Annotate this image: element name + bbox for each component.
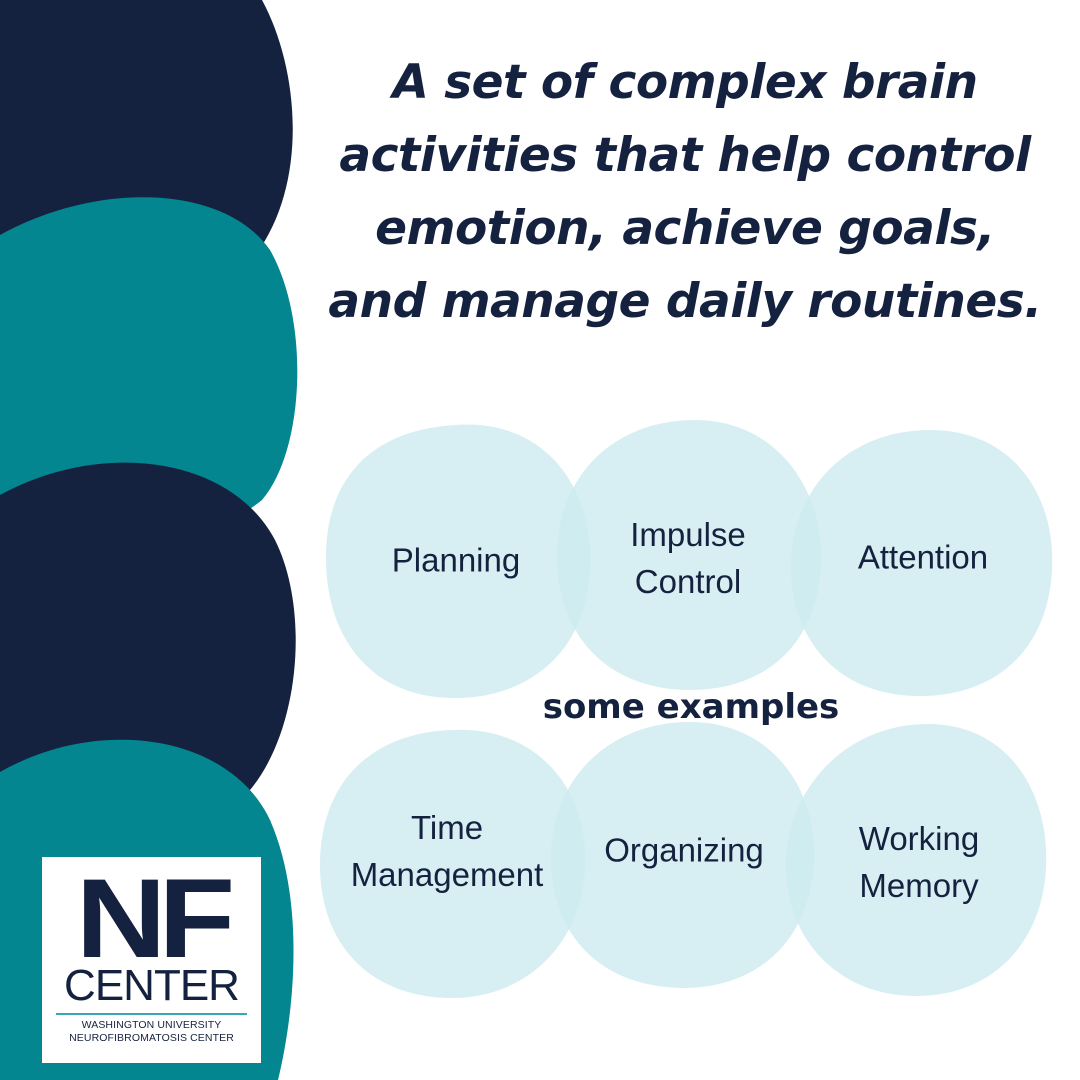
bubble-group <box>320 420 1053 999</box>
navy-arc-top <box>0 0 293 274</box>
bubble-working-memory <box>786 724 1047 997</box>
bubble-impulse-control <box>556 420 822 690</box>
headline-line: emotion, achieve goals, <box>375 201 995 256</box>
bubble-attention <box>790 430 1053 697</box>
navy-arc-lower <box>0 462 296 804</box>
nf-center-logo: NF CENTER WASHINGTON UNIVERSITY NEUROFIB… <box>42 857 261 1063</box>
bubble-planning <box>325 424 591 699</box>
headline-line: and manage daily routines. <box>328 274 1042 329</box>
node-text: Planning <box>391 541 521 579</box>
logo-word: CENTER <box>64 961 240 1010</box>
headline-line: activities that help control <box>339 128 1031 183</box>
node-text: Time <box>410 809 484 846</box>
headline-line: A set of complex brain <box>392 55 978 110</box>
node-label-impulse-control: Impulse Control <box>630 511 746 605</box>
headline: A set of complex brain activities that h… <box>300 46 1070 338</box>
node-text: Attention <box>857 538 989 576</box>
logo-subtitle: NEUROFIBROMATOSIS CENTER <box>69 1032 234 1044</box>
node-text: Impulse <box>630 516 746 553</box>
node-text: Organizing <box>604 831 764 869</box>
node-label-time-management: Time Management <box>351 804 544 898</box>
node-label-planning: Planning <box>392 537 520 584</box>
node-text: Control <box>634 563 742 600</box>
logo-subtitle: WASHINGTON UNIVERSITY <box>81 1019 222 1031</box>
bubble-organizing <box>550 722 815 988</box>
center-label: some examples <box>542 687 840 727</box>
teal-arc-upper <box>0 197 298 526</box>
node-text: Working <box>858 820 980 857</box>
logo-mark: NF <box>75 856 235 981</box>
logo-divider <box>56 1013 247 1015</box>
node-label-working-memory: Working Memory <box>859 815 979 909</box>
node-label-organizing: Organizing <box>604 827 764 874</box>
bubble-time-management <box>320 729 586 999</box>
node-text: Management <box>350 856 544 893</box>
node-label-attention: Attention <box>858 534 988 581</box>
node-text: Memory <box>859 867 979 904</box>
